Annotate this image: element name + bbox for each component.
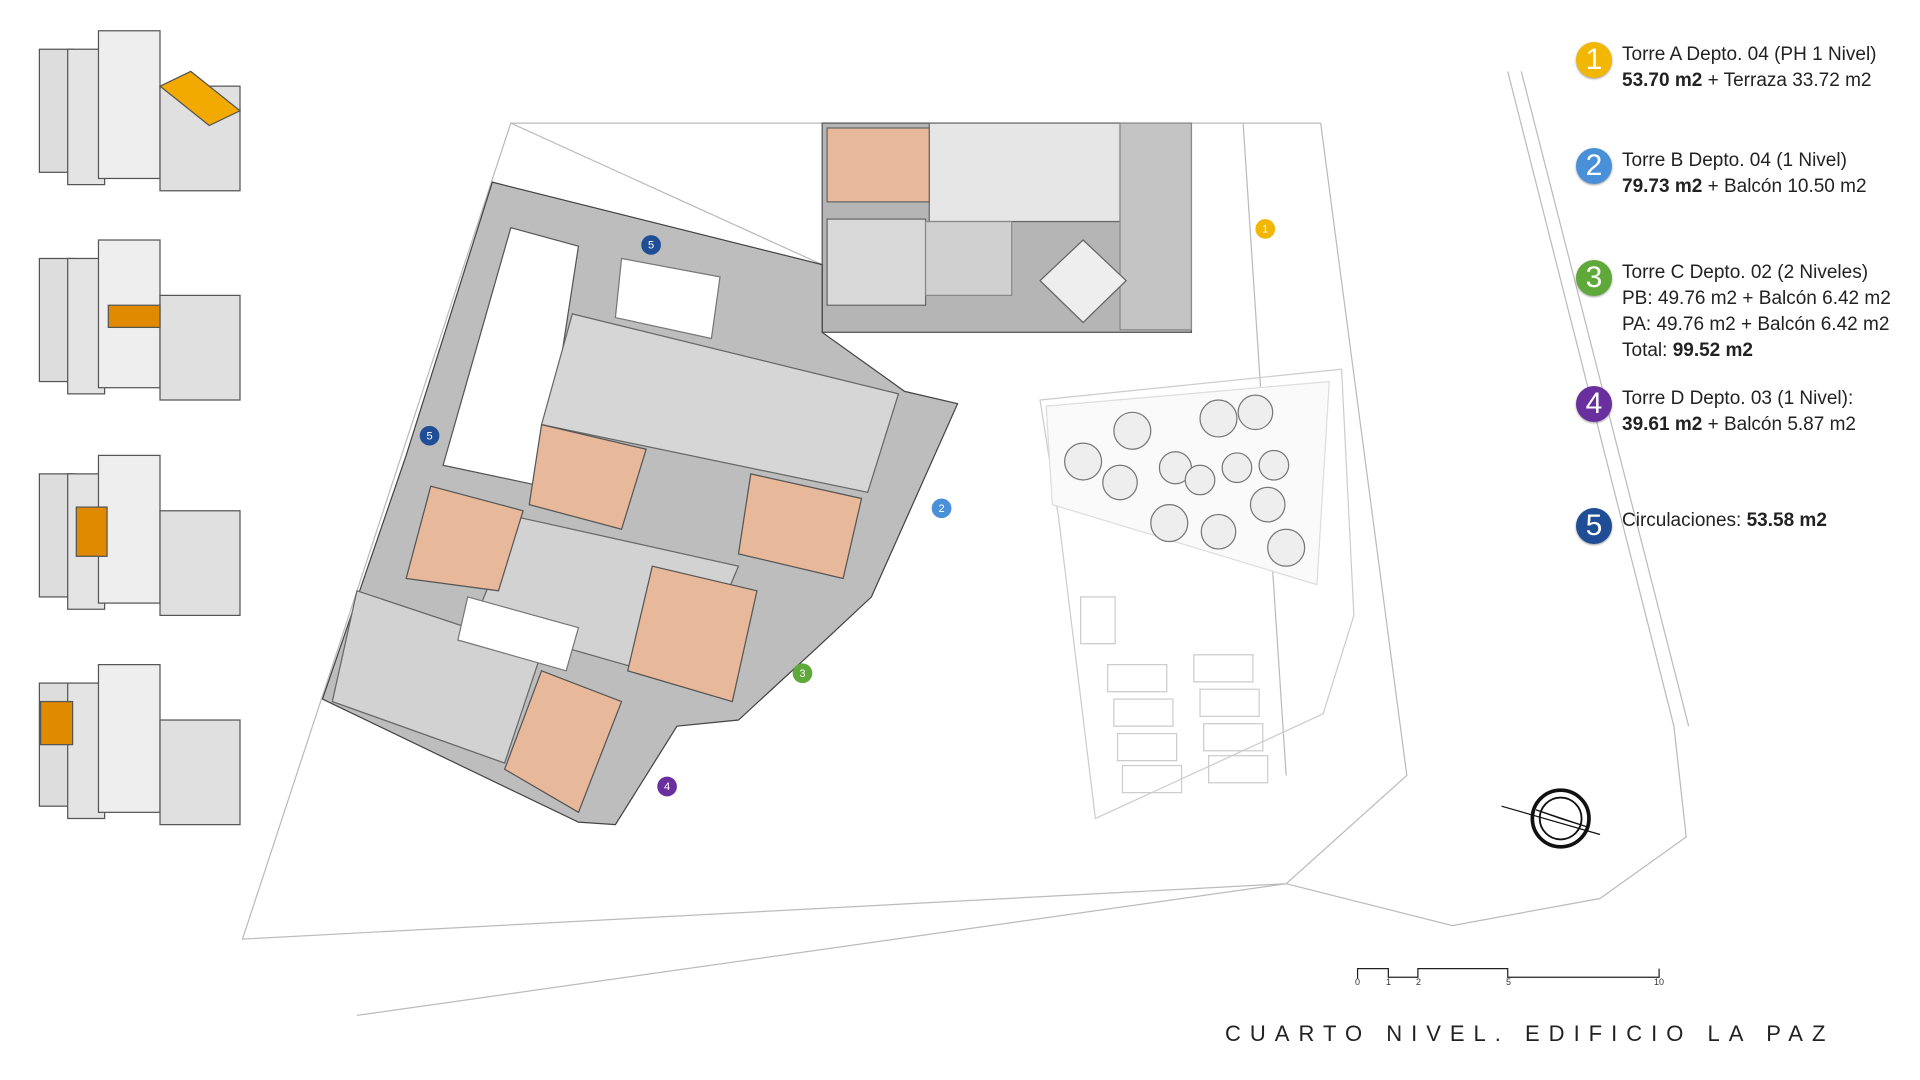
number-badge-icon: 2 <box>1576 148 1612 184</box>
north-compass-icon <box>1501 788 1601 849</box>
scale-bar <box>1356 968 1660 979</box>
scale-tick-label: 1 <box>1386 977 1392 987</box>
svg-text:2: 2 <box>938 503 944 515</box>
legend-segment: 53.70 m2 <box>1622 70 1703 91</box>
thumbnail-torre-a <box>38 30 242 192</box>
drawing-title: CUARTO NIVEL. EDIFICIO LA PAZ <box>1225 1021 1835 1046</box>
legend-item: 3 Torre C Depto. 02 (2 Niveles) PB: 49.76 … <box>1576 260 1906 364</box>
svg-text:5: 5 <box>426 430 432 442</box>
legend-segment: PA: 49.76 m2 + Balcón 6.42 m2 <box>1622 314 1890 335</box>
marker-2: 2 <box>931 498 952 519</box>
legend-line: Torre C Depto. 02 (2 Niveles) <box>1622 260 1891 286</box>
legend-line: 53.70 m2 + Terraza 33.72 m2 <box>1622 68 1877 94</box>
legend-segment: Circulaciones: <box>1622 510 1747 531</box>
legend-text: Circulaciones: 53.58 m2 <box>1622 508 1827 534</box>
scale-tick-label: 0 <box>1355 977 1361 987</box>
marker-3: 3 <box>792 663 813 684</box>
marker-5a: 5 <box>641 235 661 255</box>
legend-line: Torre D Depto. 03 (1 Nivel): <box>1622 386 1856 412</box>
svg-text:1: 1 <box>1262 224 1268 236</box>
svg-text:5: 5 <box>648 240 654 252</box>
legend-line: 39.61 m2 + Balcón 5.87 m2 <box>1622 412 1856 438</box>
marker-5b: 5 <box>419 425 440 446</box>
legend-segment: + Terraza 33.72 m2 <box>1702 70 1872 91</box>
number-badge-icon: 5 <box>1576 508 1612 544</box>
legend-text: Torre B Depto. 04 (1 Nivel) 79.73 m2 + Ba… <box>1622 148 1867 200</box>
main-building <box>321 181 959 826</box>
legend-item: 1 Torre A Depto. 04 (PH 1 Nivel) 53.70 m2 … <box>1576 42 1906 94</box>
legend-item: 5 Circulaciones: 53.58 m2 <box>1576 508 1906 544</box>
scale-tick-label: 2 <box>1416 977 1422 987</box>
legend-segment: Torre C Depto. 02 (2 Niveles) <box>1622 262 1869 283</box>
legend-segment: PB: 49.76 m2 + Balcón 6.42 m2 <box>1622 288 1891 309</box>
scale-tick-label: 5 <box>1506 977 1512 987</box>
legend-item: 4 Torre D Depto. 03 (1 Nivel): 39.61 m2 + … <box>1576 386 1906 438</box>
legend-line: Total: 99.52 m2 <box>1622 338 1891 364</box>
legend-segment: 39.61 m2 <box>1622 414 1703 435</box>
legend-line: Torre A Depto. 04 (PH 1 Nivel) <box>1622 42 1877 68</box>
legend-segment: + Balcón 5.87 m2 <box>1702 414 1856 435</box>
legend-segment: + Balcón 10.50 m2 <box>1702 176 1867 197</box>
number-badge-icon: 3 <box>1576 260 1612 296</box>
legend-line: Circulaciones: 53.58 m2 <box>1622 508 1827 534</box>
garden-area <box>1039 368 1355 820</box>
marker-1: 1 <box>1255 219 1276 239</box>
thumbnail-torre-b <box>38 239 241 401</box>
svg-text:3: 3 <box>799 668 805 680</box>
svg-text:4: 4 <box>664 781 670 793</box>
legend-item: 2 Torre B Depto. 04 (1 Nivel) 79.73 m2 + B… <box>1576 148 1906 200</box>
torre-a-unit <box>821 122 1193 333</box>
unit-markers: 1 2 3 4 5 5 <box>419 219 1276 797</box>
legend-segment: Torre D Depto. 03 (1 Nivel): <box>1622 388 1854 409</box>
legend-text: Torre D Depto. 03 (1 Nivel): 39.61 m2 + B… <box>1622 386 1856 438</box>
number-badge-icon: 4 <box>1576 386 1612 422</box>
thumbnail-torre-c <box>38 454 241 617</box>
marker-4: 4 <box>657 776 677 797</box>
legend-line: PA: 49.76 m2 + Balcón 6.42 m2 <box>1622 312 1891 338</box>
legend-segment: 79.73 m2 <box>1622 176 1703 197</box>
legend-line: PB: 49.76 m2 + Balcón 6.42 m2 <box>1622 286 1891 312</box>
legend-text: Torre C Depto. 02 (2 Niveles) PB: 49.76 m… <box>1622 260 1891 364</box>
scale-tick-label: 10 <box>1654 977 1665 987</box>
legend-segment: Total: <box>1622 340 1673 361</box>
number-badge-icon: 1 <box>1576 42 1612 78</box>
building-axonometric-thumbnails <box>38 30 242 826</box>
legend-segment: 53.58 m2 <box>1746 510 1827 531</box>
legend-line: Torre B Depto. 04 (1 Nivel) <box>1622 148 1867 174</box>
thumbnail-torre-d <box>38 664 241 826</box>
legend-line: 79.73 m2 + Balcón 10.50 m2 <box>1622 174 1867 200</box>
legend-text: Torre A Depto. 04 (PH 1 Nivel) 53.70 m2 +… <box>1622 42 1877 94</box>
legend-segment: Torre A Depto. 04 (PH 1 Nivel) <box>1622 44 1877 65</box>
legend-segment: Torre B Depto. 04 (1 Nivel) <box>1622 150 1847 171</box>
legend-segment: 99.52 m2 <box>1672 340 1753 361</box>
